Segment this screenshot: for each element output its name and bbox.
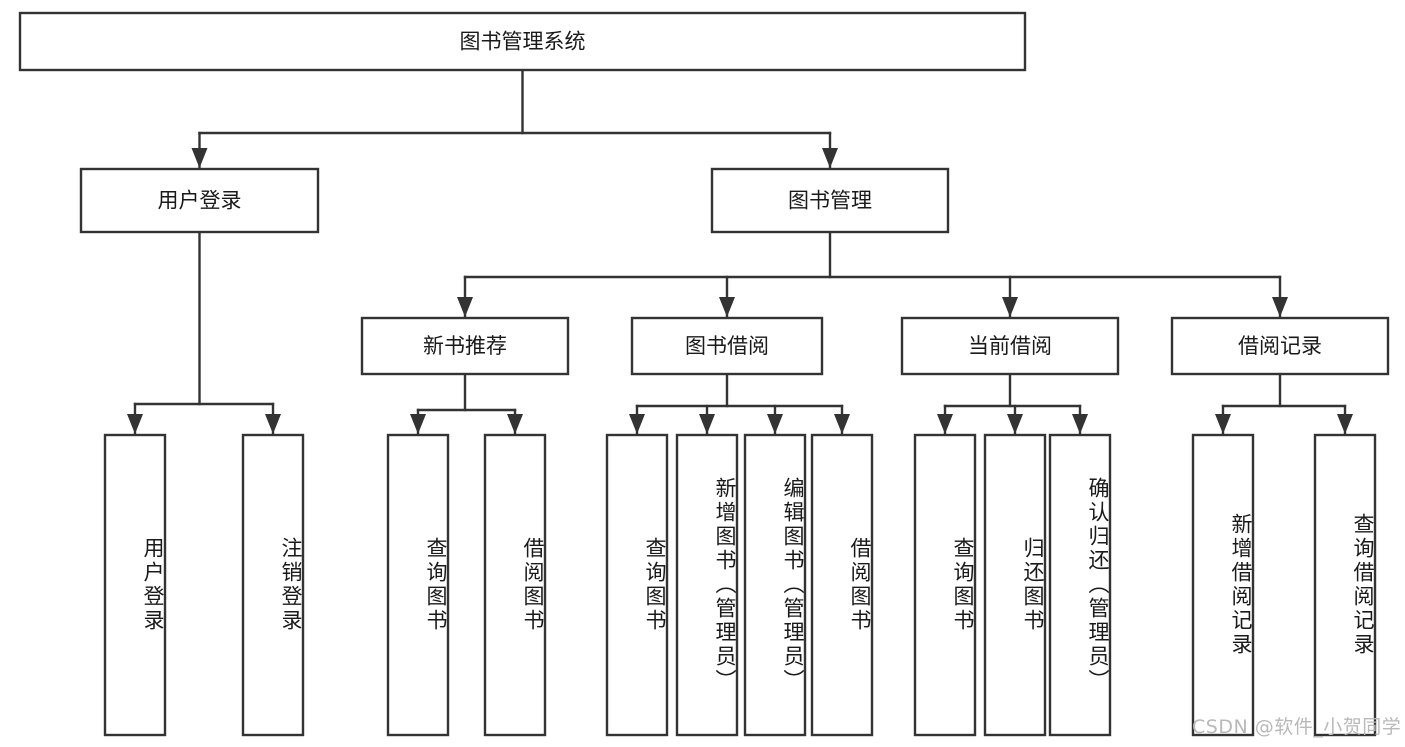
arrow-to-图书管理 [822,148,838,168]
watermark: CSDN @软件_小贺同学 [1192,716,1402,738]
node-boxes [18,11,1390,737]
arrow-to-leaf-查询图书-0 [410,414,426,434]
leaf-node-新增图书管理员-1-box[interactable] [675,433,739,737]
leaf-node-借阅图书-3-box[interactable] [810,433,874,737]
arrow-to-借阅记录 [1272,297,1288,317]
level3-node-当前借阅-label: 当前借阅 [968,334,1052,358]
arrow-to-leaf-注销登录-1 [265,414,281,434]
arrow-to-leaf-新增借阅记录-0 [1215,414,1231,434]
level2-node-用户登录-box[interactable] [79,167,320,234]
arrow-to-图书借阅 [719,297,735,317]
arrow-to-用户登录 [191,148,208,168]
leaf-node-新增借阅记录-0-box[interactable] [1191,433,1255,737]
arrow-to-leaf-查询借阅记录-1 [1337,414,1353,434]
level3-node-新书推荐-box[interactable] [360,316,570,376]
leaf-node-注销登录-1-box[interactable] [241,433,305,737]
arrow-to-leaf-新增图书管理员-1 [699,414,715,434]
level3-node-借阅记录-label: 借阅记录 [1238,334,1322,358]
arrow-to-leaf-确认归还管理员-2 [1072,414,1088,434]
arrow-to-当前借阅 [1002,297,1018,317]
arrow-to-leaf-用户登录-0 [127,414,143,434]
level3-node-图书借阅-label: 图书借阅 [685,334,769,358]
arrow-to-leaf-查询图书-0 [937,414,953,434]
arrow-to-新书推荐 [457,297,473,317]
leaf-node-确认归还管理员-2-box[interactable] [1048,433,1112,737]
arrow-to-leaf-归还图书-1 [1007,414,1023,434]
leaf-node-查询借阅记录-1-box[interactable] [1313,433,1377,737]
leaf-node-借阅图书-1-box[interactable] [483,433,547,737]
root-node-图书管理系统-label: 图书管理系统 [460,30,586,54]
level2-node-图书管理-box[interactable] [710,167,950,234]
leaf-node-查询图书-0-box[interactable] [386,433,450,737]
level3-node-新书推荐-label: 新书推荐 [423,334,507,358]
arrow-to-leaf-借阅图书-1 [507,414,523,434]
level2-node-用户登录-label: 用户登录 [158,189,242,213]
root-node-图书管理系统-box[interactable] [18,11,1027,72]
leaf-node-查询图书-0-box[interactable] [605,433,669,737]
arrow-to-leaf-编辑图书管理员-2 [767,414,783,434]
leaf-node-查询图书-0-box[interactable] [913,433,977,737]
level3-node-当前借阅-box[interactable] [900,316,1120,376]
level2-node-图书管理-label: 图书管理 [788,189,872,213]
level3-node-图书借阅-box[interactable] [630,316,824,376]
leaf-node-用户登录-0-box[interactable] [103,433,167,737]
arrow-to-leaf-借阅图书-3 [834,414,850,434]
leaf-node-归还图书-1-box[interactable] [983,433,1047,737]
leaf-node-编辑图书管理员-2-box[interactable] [743,433,807,737]
level3-node-借阅记录-box[interactable] [1170,316,1390,376]
arrow-to-leaf-查询图书-0 [629,414,645,434]
connector-lines [127,68,1353,435]
